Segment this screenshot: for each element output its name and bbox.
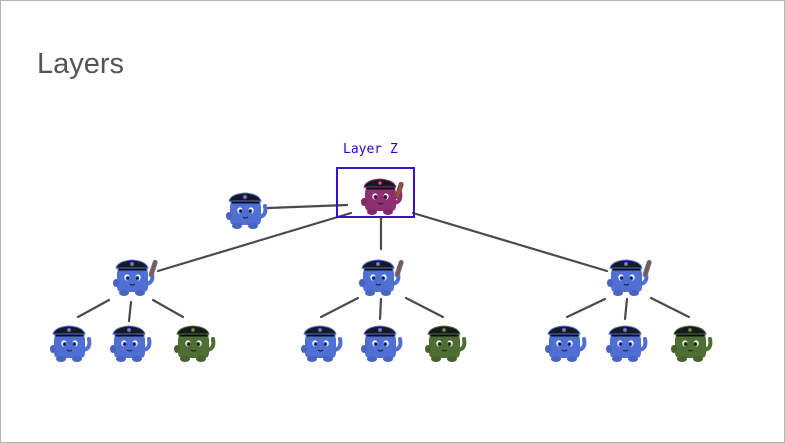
officer-mascot-icon (359, 260, 398, 296)
edge-top-side (266, 203, 349, 210)
officer-mascot-icon (607, 260, 646, 296)
edge-mid-center-leaf-6 (404, 296, 445, 319)
officer-mascot-icon (606, 326, 645, 362)
officer-mascot-icon (50, 326, 89, 362)
officer-mascot-icon (110, 326, 149, 362)
connector-lines (76, 203, 691, 323)
node-leaf-6 (425, 326, 464, 362)
edge-mid-right-leaf-7 (565, 297, 607, 319)
node-leaf-9 (671, 326, 710, 362)
layer-z-highlight-box (336, 167, 415, 218)
officer-mascot-icon (671, 326, 710, 362)
layer-label: Layer Z (343, 142, 398, 157)
edge-mid-left-leaf-3 (151, 298, 185, 319)
node-leaf-2 (110, 326, 149, 362)
node-mid-center (359, 260, 404, 296)
node-side (226, 193, 265, 229)
edge-top-mid-left (156, 211, 353, 273)
baton-icon (394, 259, 404, 278)
node-mid-left (113, 260, 158, 296)
edge-mid-right-leaf-8 (623, 297, 629, 321)
edge-mid-center-leaf-5 (378, 297, 383, 321)
edge-mid-center-leaf-4 (319, 296, 360, 319)
officer-mascot-icon (361, 179, 400, 215)
baton-icon (642, 259, 652, 278)
node-leaf-4 (301, 326, 340, 362)
node-leaf-3 (174, 326, 213, 362)
slide-title: Layers (37, 48, 125, 80)
officer-mascot-icon (113, 260, 152, 296)
node-mid-right (607, 260, 652, 296)
node-leaf-1 (50, 326, 89, 362)
edge-mid-left-leaf-2 (127, 300, 133, 323)
officer-mascot-icon (361, 326, 400, 362)
officer-mascot-icon (301, 326, 340, 362)
edge-mid-left-leaf-1 (76, 298, 111, 319)
node-leaf-8 (606, 326, 645, 362)
edge-top-mid-right (411, 211, 609, 273)
officer-mascot-icon (226, 193, 265, 229)
node-leaf-5 (361, 326, 400, 362)
node-top (361, 179, 404, 215)
officer-mascot-icon (425, 326, 464, 362)
baton-icon (148, 259, 158, 278)
officer-mascot-icon (545, 326, 584, 362)
edge-mid-right-leaf-9 (649, 296, 691, 319)
node-leaf-7 (545, 326, 584, 362)
officer-mascot-icon (174, 326, 213, 362)
